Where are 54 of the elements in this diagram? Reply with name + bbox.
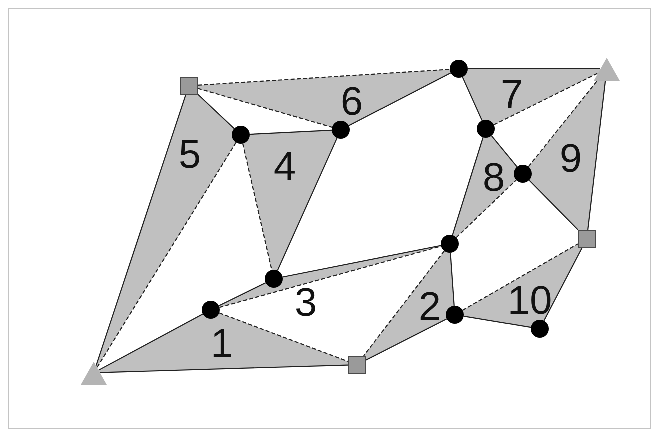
dashed-line [198,69,450,86]
line [277,138,338,272]
region-number: 2 [418,292,442,322]
line [450,252,455,306]
region-number: 6 [340,87,364,117]
dashed-line [242,144,273,270]
dashed-line [219,312,348,362]
line [282,245,442,278]
line [452,137,484,236]
line [491,136,518,168]
line [100,364,348,374]
line [468,68,600,70]
dot-icon [332,121,350,139]
square-icon [578,230,596,248]
region-number: 5 [178,140,202,170]
triangle-icon [81,362,107,384]
dot-icon [514,165,532,183]
dot-icon [446,306,464,324]
line [366,318,448,361]
dashed-line [198,88,332,128]
line [462,76,483,122]
dot-icon [477,120,495,138]
line [528,180,579,230]
dot-icon [232,126,250,144]
region-number: 10 [508,286,552,316]
dashed-line [462,244,578,311]
dashed-line [96,142,237,368]
line [588,80,606,230]
square-icon [348,356,366,374]
line [464,316,532,328]
line [96,94,187,366]
square-icon [180,77,198,95]
line [348,72,452,126]
dashed-line [363,250,445,356]
dashed-line [528,80,598,168]
dot-icon [450,60,468,78]
region-number: 1 [210,329,234,359]
dashed-line [456,180,517,238]
dot-icon [531,320,549,338]
region-number: 4 [274,152,296,182]
dot-icon [265,270,283,288]
triangle-icon [594,58,620,80]
region-number: 8 [482,163,506,193]
line [198,94,235,130]
region-number: 7 [500,80,524,110]
dashed-line [494,72,598,126]
line [98,314,204,371]
line [218,282,266,307]
line [250,130,332,136]
line [544,248,583,322]
dot-icon [202,301,220,319]
region-number: 9 [560,144,582,174]
region-number: 3 [294,288,318,318]
dot-icon [441,235,459,253]
